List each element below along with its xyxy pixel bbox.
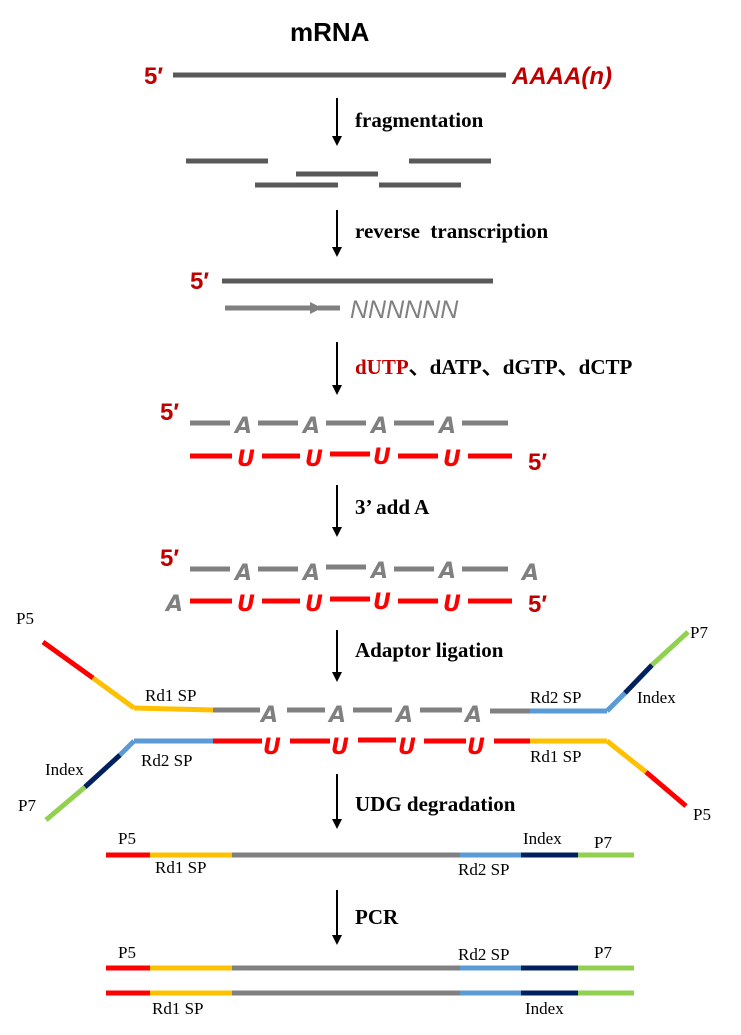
label-p5: P5: [693, 805, 711, 824]
step-reverse-transcription: reverse transcription: [355, 219, 549, 243]
label-rd1-sp: Rd1 SP: [155, 858, 207, 877]
step-fragmentation: fragmentation: [355, 108, 484, 132]
step-udg-degradation: UDG degradation: [355, 792, 516, 816]
other-nucleotides-label: 、dATP、dGTP、dCTP: [409, 355, 633, 379]
a-overhang-bottom: A: [164, 592, 183, 617]
base-a: A: [394, 703, 413, 728]
label-rd2-sp: Rd2 SP: [458, 860, 510, 879]
base-a: A: [463, 703, 482, 728]
random-primer-label: NNNNNN: [350, 296, 459, 324]
base-u: U: [443, 447, 461, 472]
dutp-label: dUTP: [355, 355, 409, 379]
title-mrna: mRNA: [290, 17, 370, 47]
ligated-bottom-right-adaptor: [530, 738, 688, 808]
base-u: U: [237, 592, 255, 617]
label-rd1-sp: Rd1 SP: [152, 999, 204, 1018]
ligated-top-insert: [213, 707, 530, 714]
label-rd2-sp: Rd2 SP: [458, 945, 510, 964]
base-u: U: [467, 735, 485, 760]
label-p7: P7: [594, 833, 612, 852]
base-u: U: [443, 592, 461, 617]
base-a: A: [369, 414, 388, 439]
base-a: A: [369, 559, 388, 584]
label-index: Index: [525, 999, 564, 1018]
mrna-5prime-label: 5′: [144, 63, 163, 90]
label-rd2-sp: Rd2 SP: [141, 751, 193, 770]
ligated-bottom-left-adaptor: [44, 738, 213, 822]
label-p7: P7: [594, 943, 612, 962]
step-pcr: PCR: [355, 905, 399, 929]
a-tailed-5prime-top: 5′: [160, 545, 179, 572]
label-p5: P5: [118, 829, 136, 848]
base-u: U: [305, 592, 323, 617]
label-p7: P7: [690, 623, 708, 642]
ligated-top-right-adaptor: [530, 630, 690, 714]
a-tailed-top-strand: [190, 564, 508, 572]
poly-a-tail-label: AAAA(n): [511, 63, 612, 90]
base-a: A: [301, 414, 320, 439]
ds-cdna-5prime-bottom: 5′: [528, 449, 547, 476]
base-a: A: [233, 561, 252, 586]
base-a: A: [301, 561, 320, 586]
ds-cdna-u-strand: [190, 451, 512, 459]
a-tailed-5prime-bottom: 5′: [528, 591, 547, 618]
ligated-bottom-u-strand: [213, 737, 530, 744]
a-overhang-top: A: [520, 561, 539, 586]
base-u: U: [373, 590, 391, 615]
step-nucleotides: dUTP、dATP、dGTP、dCTP: [355, 355, 633, 379]
label-p7: P7: [18, 796, 36, 815]
label-index: Index: [523, 829, 562, 848]
base-u: U: [373, 445, 391, 470]
label-index: Index: [45, 760, 84, 779]
ligated-top-left-adaptor: [41, 639, 214, 713]
step-add-a: 3’ add A: [355, 495, 430, 519]
base-u: U: [305, 447, 323, 472]
base-a: A: [437, 559, 456, 584]
base-a: A: [327, 703, 346, 728]
label-rd1-sp: Rd1 SP: [530, 747, 582, 766]
label-p5: P5: [16, 609, 34, 628]
label-p5: P5: [118, 943, 136, 962]
base-a: A: [233, 414, 252, 439]
base-u: U: [398, 735, 416, 760]
rna-fragments: [186, 158, 491, 188]
base-u: U: [331, 735, 349, 760]
rt-template-5prime-label: 5′: [190, 268, 209, 295]
label-rd2-sp: Rd2 SP: [530, 688, 582, 707]
base-u: U: [237, 447, 255, 472]
base-u: U: [263, 735, 281, 760]
step-adaptor-ligation: Adaptor ligation: [355, 638, 504, 662]
ds-cdna-5prime-top: 5′: [160, 399, 179, 426]
base-a: A: [259, 703, 278, 728]
base-a: A: [437, 414, 456, 439]
label-rd1-sp: Rd1 SP: [145, 686, 197, 705]
label-index: Index: [637, 688, 676, 707]
a-tailed-u-strand: [190, 596, 512, 604]
